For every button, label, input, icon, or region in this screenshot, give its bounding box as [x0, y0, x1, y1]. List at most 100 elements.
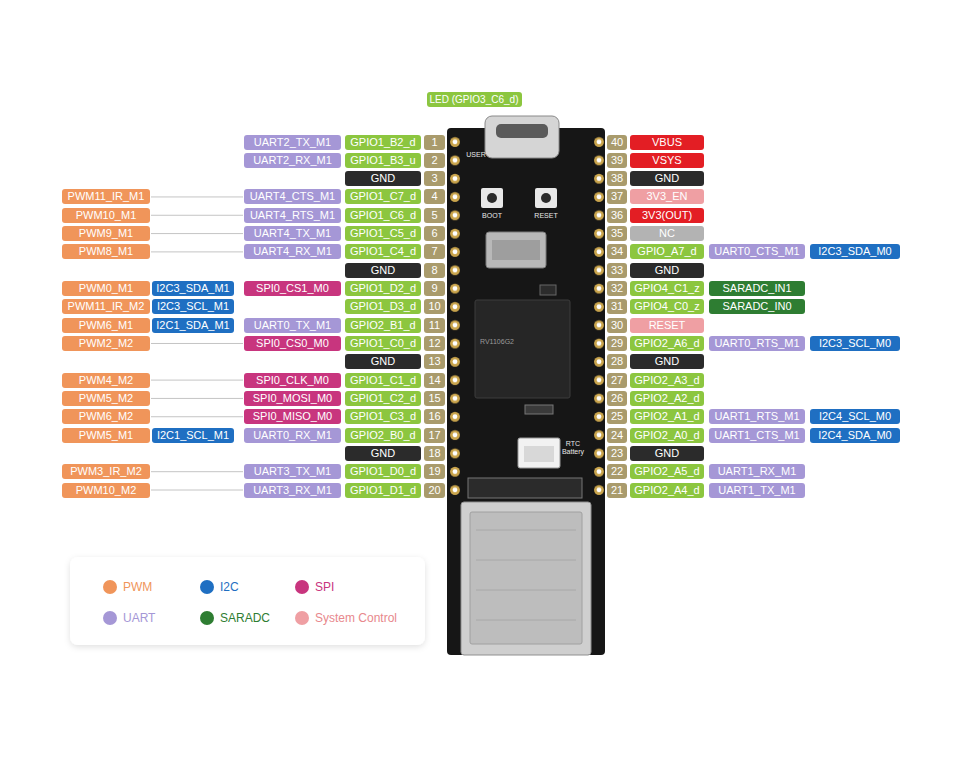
fpc-connector — [468, 478, 582, 498]
pin-text: UART4_CTS_M1 — [250, 189, 335, 204]
leader-line — [151, 215, 243, 216]
i2c-label: I2C3_SDA_M1 — [152, 281, 234, 296]
gpio-label: GPIO1_C0_d — [345, 336, 421, 351]
pin-text: GPIO1_D0_d — [350, 464, 416, 479]
gnd-label: GND — [345, 171, 421, 186]
boot-button — [481, 188, 503, 208]
pin-number: 1 — [424, 135, 445, 150]
legend-swatch — [103, 611, 117, 625]
pin-text: UART4_TX_M1 — [254, 226, 331, 241]
pin-text: PWM6_M1 — [79, 318, 133, 333]
pwm-label: PWM9_M1 — [62, 226, 150, 241]
uart-label: UART1_TX_M1 — [709, 483, 805, 498]
pin-text: PWM10_M1 — [76, 208, 137, 223]
pin-text: GPIO2_B0_d — [350, 428, 415, 443]
legend-swatch — [103, 580, 117, 594]
pin-text: GND — [655, 171, 679, 186]
legend-text: I2C — [220, 580, 239, 594]
pin-number: 35 — [607, 226, 627, 241]
gpio-label: GPIO1_C7_d — [345, 189, 421, 204]
pin-text: 27 — [611, 373, 623, 388]
gpio-label: GPIO2_A4_d — [630, 483, 704, 498]
ethernet-jack — [461, 502, 591, 655]
pin-text: VBUS — [652, 135, 682, 150]
legend-text: SPI — [315, 580, 334, 594]
gpio-label: GPIO_A7_d — [630, 244, 704, 259]
legend-swatch — [295, 611, 309, 625]
pin-number: 15 — [424, 391, 445, 406]
pin-text: PWM8_M1 — [79, 244, 133, 259]
pin-text: GPIO_A7_d — [637, 244, 696, 259]
pin-number: 8 — [424, 263, 445, 278]
uart-label: UART4_TX_M1 — [244, 226, 341, 241]
pin-text: PWM9_M1 — [79, 226, 133, 241]
pin-text: 18 — [428, 446, 440, 461]
gpio-label: GPIO1_D0_d — [345, 464, 421, 479]
pin-number: 19 — [424, 464, 445, 479]
pin-number: 39 — [607, 153, 627, 168]
pin-text: SPI0_MOSI_M0 — [253, 391, 332, 406]
pin-text: 38 — [611, 171, 623, 186]
pin-number: 22 — [607, 464, 627, 479]
pin-number: 34 — [607, 244, 627, 259]
pin-text: UART1_TX_M1 — [718, 483, 795, 498]
legend-panel — [70, 557, 425, 645]
pin-text: PWM6_M2 — [79, 409, 133, 424]
saradc-label: SARADC_IN1 — [709, 281, 805, 296]
pin-text: PWM5_M2 — [79, 391, 133, 406]
pin-text: GPIO2_B1_d — [350, 318, 415, 333]
pin-text: RESET — [649, 318, 686, 333]
pin-text: 17 — [428, 428, 440, 443]
pin-text: GPIO4_C0_z — [634, 299, 699, 314]
pin-text: 3 — [431, 171, 437, 186]
pin-number: 29 — [607, 336, 627, 351]
pin-number: 20 — [424, 483, 445, 498]
pin-text: 24 — [611, 428, 623, 443]
pin-text: 35 — [611, 226, 623, 241]
pin-text: 34 — [611, 244, 623, 259]
pin-number: 30 — [607, 318, 627, 333]
gpio-label: GPIO2_A6_d — [630, 336, 704, 351]
pin-text: GND — [371, 263, 395, 278]
pin-text: GPIO2_A0_d — [634, 428, 699, 443]
uart-label: UART1_CTS_M1 — [709, 428, 805, 443]
pin-text: 8 — [431, 263, 437, 278]
pwm-label: PWM5_M1 — [62, 428, 150, 443]
spi-label: SPI0_CS1_M0 — [244, 281, 341, 296]
leader-line — [151, 416, 243, 417]
pin-text: I2C3_SCL_M1 — [157, 299, 229, 314]
pin-number: 31 — [607, 299, 627, 314]
pin-text: 29 — [611, 336, 623, 351]
pin-text: NC — [659, 226, 675, 241]
power-label: 3V3(OUT) — [630, 208, 704, 223]
pin-number: 40 — [607, 135, 627, 150]
i2c-label: I2C4_SCL_M0 — [810, 409, 900, 424]
pin-holes — [447, 134, 463, 500]
pin-text: GPIO1_C2_d — [350, 391, 416, 406]
pin-text: GND — [371, 171, 395, 186]
pin-number: 5 — [424, 208, 445, 223]
legend-text: UART — [123, 611, 155, 625]
pin-text: GPIO2_A6_d — [634, 336, 699, 351]
pin-text: 33 — [611, 263, 623, 278]
gpio-label: GPIO1_C6_d — [345, 208, 421, 223]
pin-text: I2C4_SCL_M0 — [819, 409, 891, 424]
leader-line — [151, 233, 243, 234]
pin-text: GPIO2_A4_d — [634, 483, 699, 498]
pin-text: 26 — [611, 391, 623, 406]
pwm-label: PWM10_M1 — [62, 208, 150, 223]
pin-number: 33 — [607, 263, 627, 278]
silkscreen-text: RTC Battery — [560, 440, 586, 456]
pin-text: GPIO1_B2_d — [350, 135, 415, 150]
pin-text: 28 — [611, 354, 623, 369]
pin-text: SARADC_IN0 — [722, 299, 791, 314]
pwm-label: PWM10_M2 — [62, 483, 150, 498]
pin-text: PWM0_M1 — [79, 281, 133, 296]
pin-text: UART4_RTS_M1 — [250, 208, 335, 223]
pin-text: 25 — [611, 409, 623, 424]
gpio-label: GPIO2_A2_d — [630, 391, 704, 406]
i2c-label: I2C3_SDA_M0 — [810, 244, 900, 259]
saradc-label: SARADC_IN0 — [709, 299, 805, 314]
pin-text: 16 — [428, 409, 440, 424]
pin-text: GPIO1_B3_u — [350, 153, 415, 168]
